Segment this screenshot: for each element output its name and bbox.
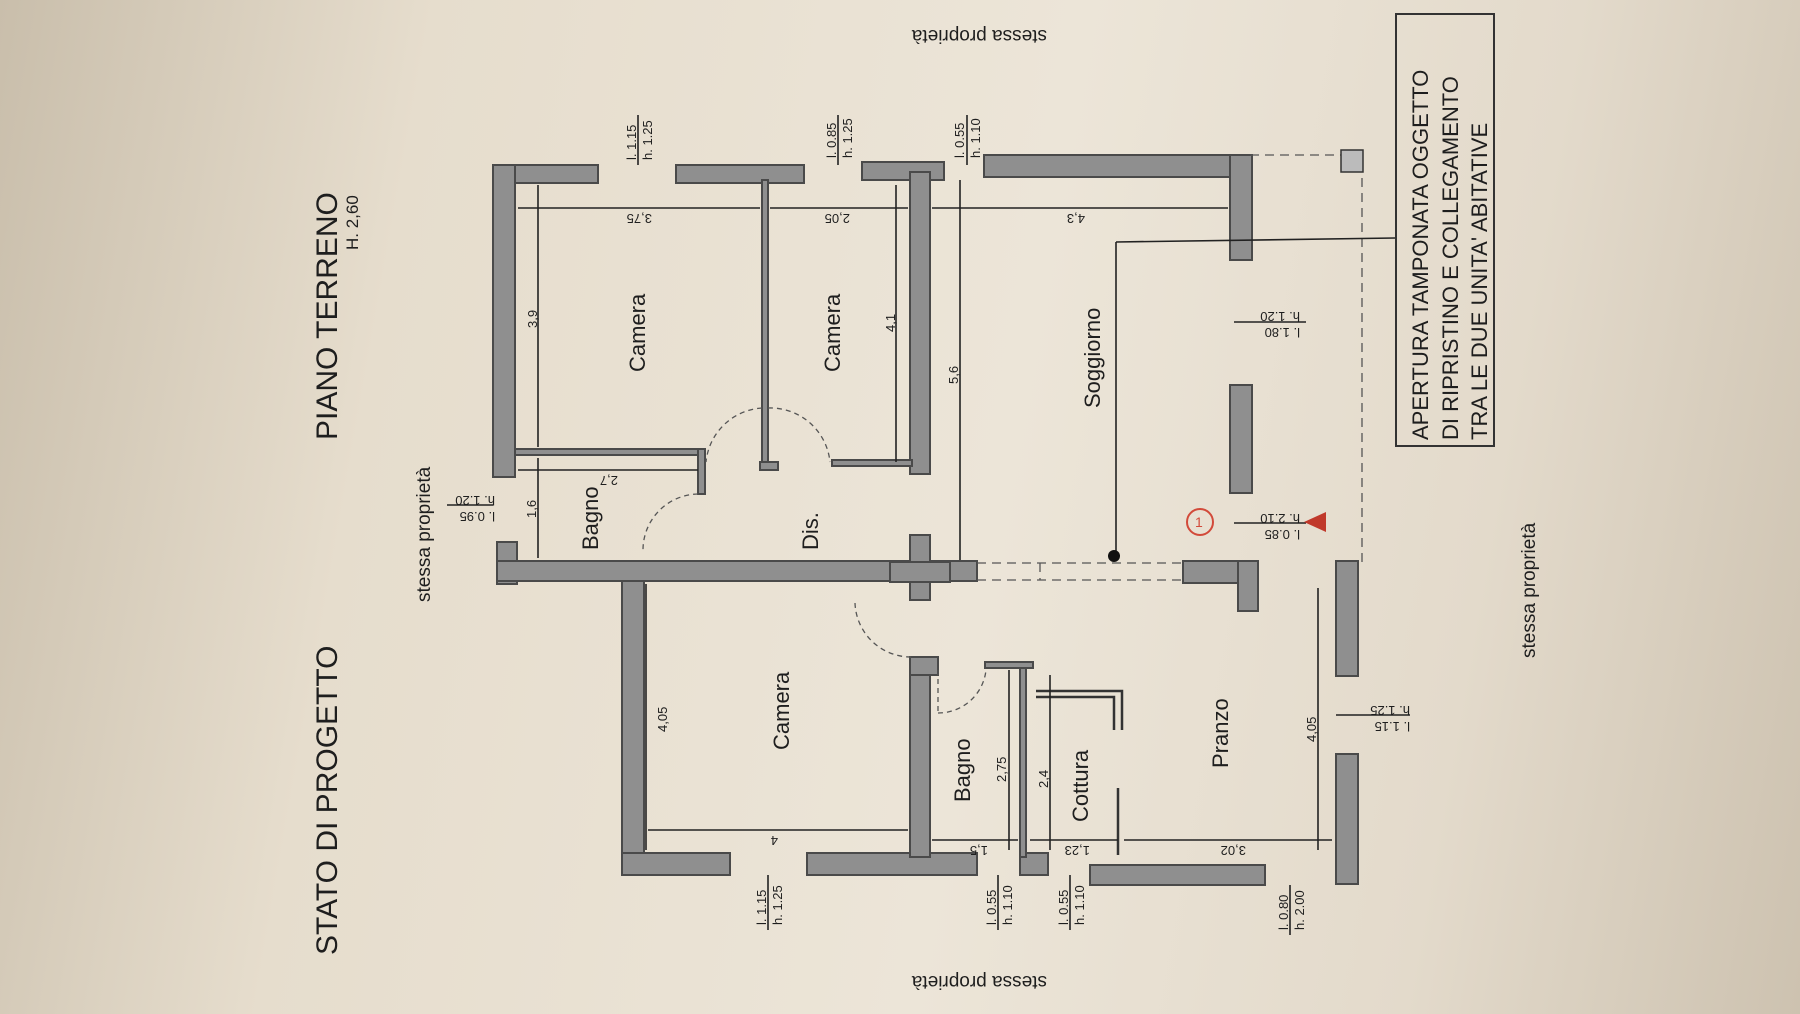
w4-l: l. 0.95	[460, 509, 495, 524]
w8-h: h. 1.25	[770, 885, 785, 925]
w9-h: h. 1.10	[1000, 885, 1015, 925]
room-bagno-2: Bagno	[950, 738, 975, 802]
dashed-outline	[977, 154, 1363, 581]
w10-h: h. 1.10	[1072, 885, 1087, 925]
dim-39: 3,9	[525, 310, 540, 328]
room-camera-3: Camera	[769, 671, 794, 750]
note-line-3: TRA LE DUE UNITA' ABITATIVE	[1467, 123, 1492, 440]
room-cottura: Cottura	[1068, 749, 1093, 822]
w7-l: l. 1.15	[1375, 719, 1410, 734]
column-square-icon	[1340, 149, 1364, 173]
w5-l: l. 1.80	[1265, 325, 1300, 340]
neighbor-right: stessa proprietà	[1519, 522, 1540, 658]
room-camera-1: Camera	[625, 293, 650, 372]
leader-dot-icon	[1108, 550, 1120, 562]
w8-l: l. 1.15	[754, 890, 769, 925]
dim-41: 4,1	[883, 314, 898, 332]
w10-l: l. 0.55	[1056, 890, 1071, 925]
dim-4: 4	[771, 833, 778, 848]
w2-l: l. 0.85	[824, 123, 839, 158]
window-labels: l. 1.15 h. 1.25 l. 0.85 h. 1.25 l. 0.55 …	[455, 118, 1410, 930]
room-pranzo: Pranzo	[1208, 698, 1233, 768]
doors	[642, 407, 987, 714]
neighbor-left: stessa proprietà	[414, 466, 435, 602]
dim-405b: 4,05	[1304, 717, 1319, 742]
w1-h: h. 1.25	[640, 120, 655, 160]
w1-l: l. 1.15	[624, 125, 639, 160]
annotation-leader	[1108, 237, 1396, 562]
thin-walls	[1036, 689, 1124, 855]
w6-h: h. 2.10	[1260, 511, 1300, 526]
window-leaders	[447, 115, 1410, 935]
dim-15: 1,5	[970, 843, 988, 858]
w3-h: h. 1.10	[968, 118, 983, 158]
note-box: APERTURA TAMPONATA OGGETTO DI RIPRISTINO…	[1395, 13, 1495, 447]
dim-302: 3,02	[1221, 843, 1246, 858]
w6-l: l. 0.85	[1265, 527, 1300, 542]
dim-27: 2,7	[600, 473, 618, 488]
dim-56: 5,6	[946, 366, 961, 384]
w9-l: l. 0.55	[984, 890, 999, 925]
title-altezza: H. 2,60	[343, 195, 362, 250]
note-line-1: APERTURA TAMPONATA OGGETTO	[1408, 70, 1433, 440]
room-bagno-1: Bagno	[578, 486, 603, 550]
dim-405a: 4,05	[655, 707, 670, 732]
w3-l: l. 0.55	[952, 123, 967, 158]
room-camera-2: Camera	[820, 293, 845, 372]
title-piano: PIANO TERRENO	[311, 192, 344, 440]
note-line-2: DI RIPRISTINO E COLLEGAMENTO	[1438, 76, 1463, 440]
dim-205: 2,05	[825, 211, 850, 226]
arrow-marker-icon	[1304, 512, 1326, 532]
neighbor-top: stessa proprietà	[911, 25, 1047, 46]
dim-24: 2,4	[1036, 770, 1051, 788]
dim-275: 2,75	[994, 757, 1009, 782]
room-soggiorno: Soggiorno	[1080, 308, 1105, 408]
room-dis: Dis.	[798, 512, 823, 550]
dim-43: 4,3	[1067, 211, 1085, 226]
neighbor-bottom: stessa proprietà	[911, 971, 1047, 992]
walls	[492, 154, 1359, 886]
dim-16: 1,6	[524, 500, 539, 518]
marker-1-icon: 1	[1186, 508, 1214, 536]
w4-h: h. 1.20	[455, 493, 495, 508]
w11-h: h. 2.00	[1292, 890, 1307, 930]
marker-number: 1	[1195, 514, 1203, 530]
w11-l: l. 0.80	[1276, 895, 1291, 930]
dimension-lines	[518, 180, 1332, 850]
dim-375: 3,75	[627, 211, 652, 226]
w2-h: h. 1.25	[840, 118, 855, 158]
w5-h: h. 1.20	[1260, 309, 1300, 324]
w7-h: h. 1.25	[1370, 703, 1410, 718]
title-stato: STATO DI PROGETTO	[311, 646, 344, 955]
dim-123: 1,23	[1065, 843, 1090, 858]
